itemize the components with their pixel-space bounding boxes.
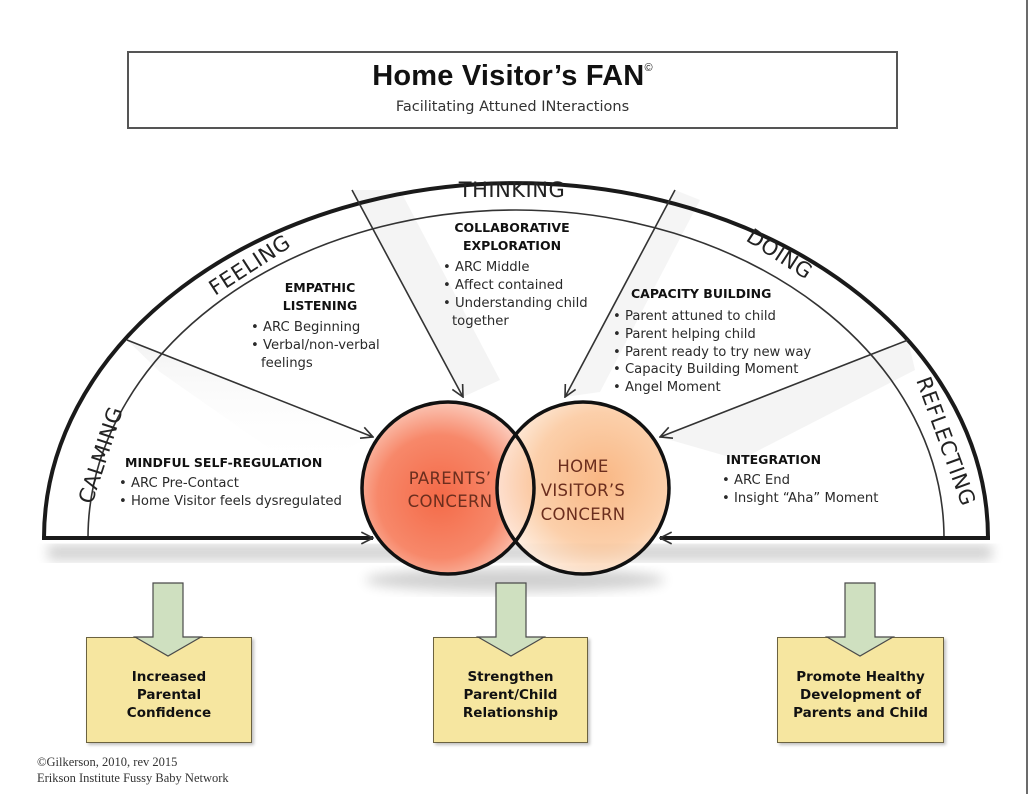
section-title: MINDFUL SELF-REGULATION <box>125 455 322 470</box>
home-visitor-concern-outline <box>495 400 671 576</box>
page-edge <box>1026 0 1028 794</box>
band-label-thinking: THINKING <box>458 178 565 202</box>
bullet-item: • ARC Middle <box>443 260 529 275</box>
section-collaborative-exploration: COLLABORATIVE EXPLORATION • ARC Middle •… <box>443 220 588 329</box>
page-title: Home Visitor’s FAN© <box>129 60 896 93</box>
spoke-shade <box>352 190 500 397</box>
home-visitor-concern-label: VISITOR’S <box>541 481 625 500</box>
outcome-line: Parent/Child <box>463 687 558 703</box>
outcome-line: Development of <box>799 687 922 703</box>
section-title: EXPLORATION <box>463 238 561 253</box>
copyright-mark: © <box>644 62 653 74</box>
bullet-item: • Verbal/non-verbal <box>251 338 380 353</box>
bullet-item: • ARC End <box>722 473 790 488</box>
outcome-line: Relationship <box>462 705 559 721</box>
parents-concern-label: PARENTS’ <box>409 469 492 488</box>
outcome-line: Parental <box>136 687 202 703</box>
section-title: COLLABORATIVE <box>454 220 569 235</box>
outcome-line: Strengthen <box>467 669 554 685</box>
circles-shadow <box>365 568 665 592</box>
parents-concern-label: CONCERN <box>408 492 493 511</box>
bullet-item: • Parent helping child <box>613 327 756 342</box>
bullet-item: • Capacity Building Moment <box>613 362 798 377</box>
spoke-arrow-thinking-left <box>351 189 463 397</box>
section-title: LISTENING <box>283 298 358 313</box>
bullet-item: • Insight “Aha” Moment <box>722 491 878 506</box>
bullet-item: • Parent attuned to child <box>613 309 776 324</box>
outcome-line: Confidence <box>126 705 212 721</box>
title-text: Home Visitor’s FAN <box>372 60 645 92</box>
bullet-item: together <box>452 314 509 329</box>
spoke-arrow-feeling <box>126 339 373 437</box>
spoke-shade <box>660 340 915 460</box>
outcome-line: Parents and Child <box>793 705 928 721</box>
section-title: INTEGRATION <box>726 452 821 467</box>
section-title: CAPACITY BUILDING <box>631 286 771 301</box>
section-integration: INTEGRATION • ARC End • Insight “Aha” Mo… <box>722 452 878 506</box>
fan-outer-arc <box>42 181 990 539</box>
footer-organization: Erikson Institute Fussy Baby Network <box>37 771 229 785</box>
bullet-item: • Understanding child <box>443 296 588 311</box>
spoke-arrow-thinking-right <box>565 189 676 397</box>
footer-copyright: ©Gilkerson, 2010, rev 2015 <box>37 755 178 769</box>
fan-inner-arc <box>87 209 945 539</box>
outcome-line: Increased <box>131 669 207 685</box>
fan-shadow <box>48 545 992 560</box>
parents-concern-outline <box>360 400 536 576</box>
outcome-line: Promote Healthy <box>796 669 925 685</box>
home-visitor-concern-label: HOME <box>557 457 608 476</box>
section-capacity-building: CAPACITY BUILDING • Parent attuned to ch… <box>613 286 811 395</box>
home-visitor-concern-circle <box>497 402 669 574</box>
section-mindful-self-regulation: MINDFUL SELF-REGULATION • ARC Pre-Contac… <box>119 455 342 509</box>
parents-concern-circle <box>362 402 534 574</box>
bullet-item: feelings <box>261 356 313 371</box>
bullet-item: • ARC Beginning <box>251 320 360 335</box>
bullet-item: • Home Visitor feels dysregulated <box>119 494 342 509</box>
bullet-item: • Parent ready to try new way <box>613 345 811 360</box>
home-visitor-concern-label: CONCERN <box>541 505 626 524</box>
bullet-item: • ARC Pre-Contact <box>119 476 239 491</box>
spoke-shade <box>565 190 700 397</box>
page-subtitle: Facilitating Attuned INteractions <box>395 99 630 115</box>
bullet-item: • Angel Moment <box>613 380 721 395</box>
bullet-item: • Affect contained <box>443 278 563 293</box>
section-empathic-listening: EMPATHIC LISTENING • ARC Beginning • Ver… <box>251 280 380 371</box>
spoke-shade <box>127 340 373 470</box>
title-box: Home Visitor’s FAN© Facilitating Attuned… <box>127 51 898 129</box>
spoke-arrow-doing <box>660 339 909 437</box>
section-title: EMPATHIC <box>285 280 356 295</box>
